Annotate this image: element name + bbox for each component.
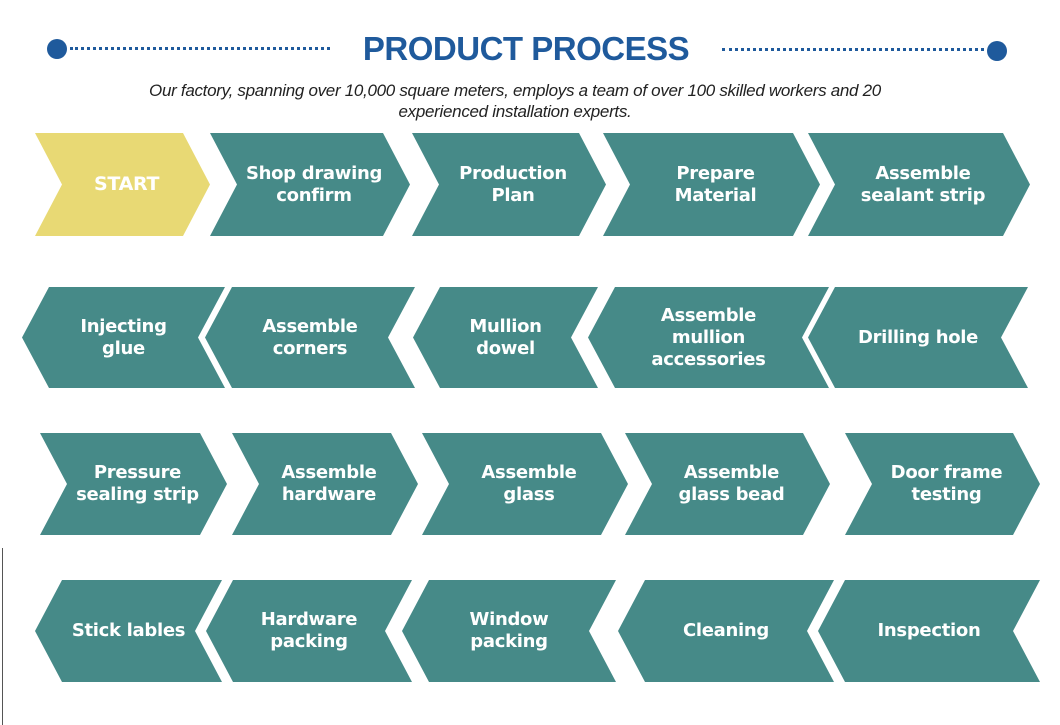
process-step: Assemble hardware <box>232 433 418 535</box>
chevron-shape <box>625 433 830 535</box>
chevron-shape <box>402 580 616 682</box>
process-step: Mullion dowel <box>413 287 598 388</box>
chevron-shape <box>808 133 1030 236</box>
chevron-shape <box>618 580 834 682</box>
chevron-shape <box>603 133 820 236</box>
chevron-left-icon <box>413 287 598 388</box>
chevron-left-icon <box>808 287 1028 388</box>
step-label: Shop drawing confirm <box>245 162 383 206</box>
left-edge-rule <box>2 548 3 725</box>
page-subtitle: Our factory, spanning over 10,000 square… <box>149 81 881 121</box>
process-step: Pressure sealing strip <box>40 433 227 535</box>
chevron-right-icon <box>232 433 418 535</box>
chevron-right-icon <box>210 133 410 236</box>
step-label: Drilling hole <box>857 326 979 348</box>
process-step: Assemble sealant strip <box>808 133 1030 236</box>
chevron-right-icon <box>603 133 820 236</box>
right-dot-icon <box>987 41 1007 61</box>
left-dotted-line <box>70 47 330 50</box>
step-label: Assemble hardware <box>281 462 377 505</box>
chevron-shape <box>845 433 1040 535</box>
chevron-right-icon <box>808 133 1030 236</box>
chevron-shape <box>40 433 227 535</box>
process-step: Drilling hole <box>808 287 1028 388</box>
step-label: Door frame testing <box>890 462 1003 505</box>
step-label: Assemble sealant strip <box>860 162 986 206</box>
process-step: Cleaning <box>618 580 834 682</box>
chevron-left-icon <box>35 580 222 682</box>
step-label: START <box>94 173 160 195</box>
chevron-shape <box>588 287 829 388</box>
step-label: Assemble glass <box>481 462 577 505</box>
chevron-left-icon <box>618 580 834 682</box>
step-label: Mullion dowel <box>469 315 542 359</box>
left-dot-icon <box>47 39 67 59</box>
step-label: Pressure sealing strip <box>76 462 199 505</box>
process-step: Assemble glass <box>422 433 628 535</box>
chevron-shape <box>210 133 410 236</box>
step-label: Assemble glass bead <box>678 462 785 505</box>
chevron-left-icon <box>22 287 225 388</box>
step-label: Injecting glue <box>80 315 167 359</box>
chevron-left-icon <box>205 287 415 388</box>
chevron-shape <box>413 287 598 388</box>
process-step: Stick lables <box>35 580 222 682</box>
chevron-shape <box>206 580 412 682</box>
chevron-left-icon <box>206 580 412 682</box>
step-label: Inspection <box>877 620 981 641</box>
process-step: Assemble glass bead <box>625 433 830 535</box>
process-step: Shop drawing confirm <box>210 133 410 236</box>
process-step: Window packing <box>402 580 616 682</box>
process-step: Prepare Material <box>603 133 820 236</box>
chevron-shape <box>22 287 225 388</box>
step-label: Window packing <box>469 609 549 652</box>
chevron-left-icon <box>818 580 1040 682</box>
process-step: Production Plan <box>412 133 606 236</box>
chevron-shape <box>35 133 210 236</box>
chevron-right-icon <box>625 433 830 535</box>
chevron-right-icon <box>40 433 227 535</box>
header: PRODUCT PROCESS Our factory, spanning ov… <box>0 0 1060 130</box>
step-label: Cleaning <box>682 620 770 641</box>
chevron-right-icon <box>422 433 628 535</box>
process-step: Door frame testing <box>845 433 1040 535</box>
chevron-left-icon <box>588 287 829 388</box>
right-dotted-line <box>722 48 984 51</box>
chevron-shape <box>232 433 418 535</box>
chevron-right-icon <box>35 133 210 236</box>
process-step: Assemble corners <box>205 287 415 388</box>
chevron-right-icon <box>412 133 606 236</box>
chevron-shape <box>808 287 1028 388</box>
step-label: Assemble corners <box>262 315 358 359</box>
step-label: Production Plan <box>459 162 567 206</box>
chevron-shape <box>422 433 628 535</box>
page-title: PRODUCT PROCESS <box>362 30 690 67</box>
step-label: Assemble mullion accessories <box>651 304 766 370</box>
chevron-shape <box>35 580 222 682</box>
chevron-shape <box>412 133 606 236</box>
process-step: Injecting glue <box>22 287 225 388</box>
step-label: Stick lables <box>71 620 186 641</box>
chevron-right-icon <box>845 433 1040 535</box>
chevron-left-icon <box>402 580 616 682</box>
step-label: Hardware packing <box>260 609 358 652</box>
chevron-shape <box>205 287 415 388</box>
process-step: START <box>35 133 210 236</box>
chevron-shape <box>818 580 1040 682</box>
process-step: Assemble mullion accessories <box>588 287 829 388</box>
step-label: Prepare Material <box>674 162 757 206</box>
process-step: Inspection <box>818 580 1040 682</box>
process-step: Hardware packing <box>206 580 412 682</box>
